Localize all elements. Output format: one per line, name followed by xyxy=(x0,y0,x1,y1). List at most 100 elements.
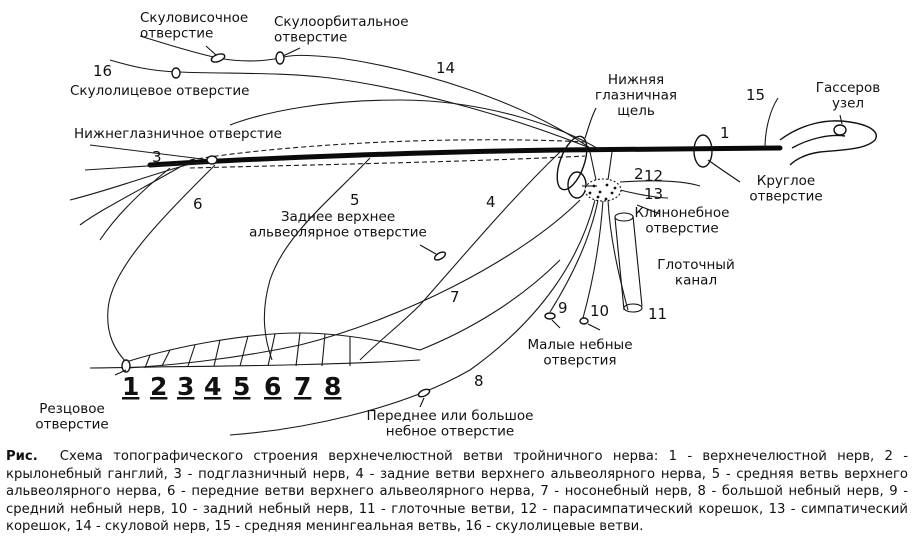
label-line: канал xyxy=(675,273,717,289)
number-5: 5 xyxy=(350,191,360,209)
nerve-branch xyxy=(89,144,211,161)
infraorbital-canal-outline-lower xyxy=(189,155,586,169)
label-line: Скулолицевое отверстие xyxy=(70,83,250,99)
nerve-branch xyxy=(69,163,191,201)
caption-label: Рис. xyxy=(6,449,38,464)
tooth-number-8: 8 xyxy=(324,372,341,401)
number-11: 11 xyxy=(648,305,667,323)
foramina xyxy=(121,51,877,398)
lesser-palatine-foramen-mark xyxy=(544,312,556,320)
greater-palatine-nerve xyxy=(229,199,596,436)
number-6: 6 xyxy=(193,195,203,213)
number-12: 12 xyxy=(644,167,663,185)
label-line: узел xyxy=(832,96,864,112)
number-1: 1 xyxy=(720,124,730,142)
infraorbital-canal-outline xyxy=(189,139,586,161)
zygomaticoorbital-foramen-mark xyxy=(275,51,285,65)
middle-palatine-nerve xyxy=(549,199,599,313)
lesser-palatine-foramen-mark-2 xyxy=(579,317,589,325)
tooth-number-1: 1 xyxy=(122,372,139,401)
label-line: щель xyxy=(617,103,655,119)
zygomaticotemporal-foramen-mark xyxy=(210,53,226,63)
label-infraorbital-foramen: Нижнеглазничное отверстие xyxy=(74,126,282,142)
nasopalatine-nerve xyxy=(127,199,581,369)
label-line: Глоточный xyxy=(657,257,734,273)
ganglionic-branch xyxy=(589,151,597,181)
number-13: 13 xyxy=(644,185,663,203)
pterygopalatine-ganglion xyxy=(584,178,622,202)
infraorbital-foramen-mark xyxy=(206,155,218,165)
middle-meningeal-branch xyxy=(764,97,779,149)
pharyngeal-canal-tube xyxy=(614,212,643,313)
tooth-number-2: 2 xyxy=(150,372,167,401)
anterior-superior-alveolar-branch xyxy=(107,164,216,363)
label-line: отверстие xyxy=(274,30,347,46)
sympathetic-root xyxy=(619,189,669,199)
zygomatic-nerve-branch xyxy=(109,59,591,149)
tooth-number-6: 6 xyxy=(264,372,281,401)
zygomatic-nerve-branch xyxy=(229,99,601,151)
number-8: 8 xyxy=(474,372,484,390)
label-line: Переднее или большое xyxy=(367,408,534,424)
dental-plexus xyxy=(125,259,561,363)
label-line: Клинонебное xyxy=(635,205,730,221)
nerve-branch xyxy=(99,167,171,241)
label-line: Скулоорбитальное xyxy=(274,14,409,30)
label-pointers xyxy=(114,45,843,408)
label-line: небное отверстие xyxy=(386,424,514,440)
label-zygomaticofacial-foramen: Скулолицевое отверстие xyxy=(70,83,250,99)
sphenopalatine-foramen-mark xyxy=(567,171,587,199)
label-line: Круглое xyxy=(757,173,815,189)
number-4: 4 xyxy=(486,193,496,211)
greater-palatine-foramen-mark xyxy=(417,388,431,398)
pharyngeal-branch xyxy=(607,199,629,311)
tooth-number-7: 7 xyxy=(294,372,311,401)
zygomatic-nerve xyxy=(279,54,591,149)
label-line: отверстие xyxy=(35,417,108,433)
label-line: Нижняя xyxy=(608,72,664,88)
gasserian-ganglion-shape xyxy=(779,120,877,166)
round-foramen-mark xyxy=(693,134,713,168)
tooth-number-5: 5 xyxy=(233,372,250,401)
number-16: 16 xyxy=(93,62,112,80)
parasympathetic-root xyxy=(619,180,701,187)
zygomaticofacial-foramen-mark xyxy=(171,67,181,79)
number-15: 15 xyxy=(746,86,765,104)
tooth-number-4: 4 xyxy=(204,372,221,401)
tooth-number-3: 3 xyxy=(177,372,194,401)
figure-caption: Рис.Схема топографического строения верх… xyxy=(6,448,908,536)
posterior-superior-alveolar-foramen-mark xyxy=(433,251,447,261)
middle-superior-alveolar-branch xyxy=(263,157,371,361)
teeth-numbers: 1 2 3 4 5 6 7 8 xyxy=(122,372,341,401)
label-line: Заднее верхнее xyxy=(281,209,395,225)
nerve-branch xyxy=(79,166,181,226)
number-14: 14 xyxy=(436,59,455,77)
label-line: отверстие xyxy=(749,189,822,205)
label-line: Нижнеглазничное отверстие xyxy=(74,126,282,142)
label-line: Гассеров xyxy=(816,80,880,96)
inferior-orbital-fissure-mark xyxy=(556,135,588,191)
number-10: 10 xyxy=(590,302,609,320)
posterior-palatine-nerve xyxy=(582,199,604,319)
maxillary-nerve-trunk xyxy=(147,145,783,168)
number-2: 2 xyxy=(634,165,644,183)
label-line: альвеолярное отверстие xyxy=(249,225,427,241)
dental-twigs xyxy=(144,332,351,369)
ganglion-dots xyxy=(588,183,617,201)
label-line: Малые небные xyxy=(527,337,632,353)
label-line: отверстие xyxy=(645,221,718,237)
nerve-branch xyxy=(84,161,211,171)
label-line: глазничная xyxy=(595,88,677,104)
